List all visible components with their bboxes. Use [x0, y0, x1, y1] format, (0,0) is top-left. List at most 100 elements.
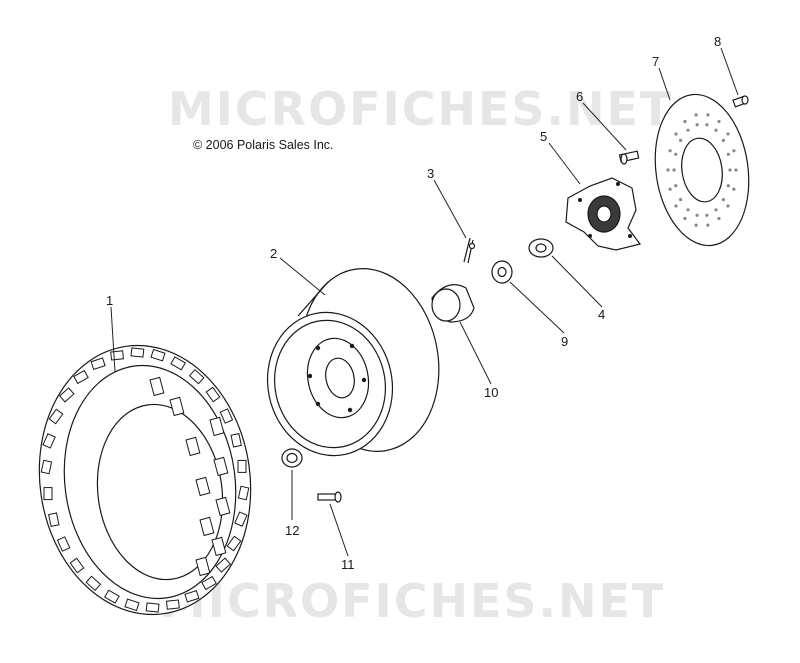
- disc-hole: [728, 168, 732, 172]
- disc-hole: [732, 187, 736, 191]
- callout-1: 1: [106, 293, 113, 308]
- tread-lug: [209, 416, 225, 437]
- tread-lug: [73, 369, 89, 385]
- tread-lug: [58, 387, 75, 403]
- disc-hole: [726, 152, 730, 156]
- callout-7: 7: [652, 54, 659, 69]
- tread-lug: [145, 602, 160, 613]
- tread-lug: [184, 590, 200, 603]
- leader-lines: [110, 47, 739, 557]
- disc-hole: [668, 187, 672, 191]
- disc-hole: [672, 168, 676, 172]
- disc-hole: [666, 168, 670, 172]
- callout-labels: 1 2 3 4 5 6 7 8 9 10 11 12: [106, 34, 721, 572]
- disc-hole: [674, 184, 678, 188]
- tread-lug: [42, 433, 56, 449]
- tread-lug: [201, 575, 217, 591]
- disc-hole: [726, 204, 730, 208]
- disc-hole: [695, 213, 699, 217]
- disc-hole: [683, 119, 687, 124]
- tread-lug: [124, 598, 140, 612]
- disc-hole: [679, 198, 683, 202]
- disc-hole: [706, 223, 710, 227]
- tread-lug: [48, 408, 64, 425]
- tread-lug: [150, 348, 166, 362]
- disc-hole: [721, 198, 726, 202]
- tread-lug: [237, 459, 247, 473]
- tread-lug: [165, 599, 180, 610]
- tread-lug: [234, 511, 248, 527]
- washer: [528, 238, 554, 258]
- tire: [38, 344, 252, 616]
- tread-lug: [170, 356, 186, 371]
- disc-hole: [714, 128, 718, 132]
- disc-hole: [679, 138, 683, 142]
- disc-hole: [668, 149, 672, 153]
- wheel-hub: [565, 177, 642, 251]
- tread-lug: [69, 557, 85, 574]
- callout-4: 4: [598, 307, 605, 322]
- tread-lug: [230, 433, 242, 448]
- tread-lug: [90, 357, 106, 370]
- disc-hole: [721, 138, 726, 142]
- callout-12: 12: [285, 523, 299, 538]
- tread-lug: [85, 575, 102, 591]
- copyright-text: © 2006 Polaris Sales Inc.: [193, 138, 334, 152]
- disc-hole: [706, 113, 710, 117]
- wheel-rim: [266, 268, 440, 457]
- disc-hole: [694, 223, 698, 227]
- tread-lug: [48, 512, 60, 527]
- lug-nut: [281, 448, 303, 468]
- disc-hole: [686, 208, 690, 212]
- tread-lug: [211, 536, 227, 557]
- disc-hole: [732, 149, 736, 153]
- tread-lug: [40, 459, 53, 475]
- tread-lug: [213, 456, 229, 477]
- castle-nut: [491, 260, 513, 284]
- brake-disc: [654, 93, 750, 247]
- hub-cap: [431, 284, 475, 323]
- disc-hole: [717, 119, 721, 124]
- disc-hole: [726, 184, 730, 188]
- tread-lug: [104, 589, 120, 604]
- disc-hole: [705, 213, 709, 217]
- tread-lug: [195, 476, 211, 497]
- disc-hole: [674, 152, 678, 156]
- watermark-top: MICROFICHES.NET: [168, 82, 673, 136]
- disc-hole: [734, 168, 738, 172]
- tread-lug: [219, 408, 234, 424]
- disc-hole: [714, 208, 718, 212]
- callout-8: 8: [714, 34, 721, 49]
- disc-hole: [683, 216, 687, 221]
- tread-lug: [56, 536, 71, 552]
- tread-lug: [43, 487, 53, 501]
- callout-6: 6: [576, 89, 583, 104]
- callout-11: 11: [341, 557, 355, 572]
- disc-hole: [717, 216, 721, 221]
- tread-lug: [205, 386, 221, 403]
- tread-lug: [185, 436, 201, 457]
- tread-lug: [215, 496, 231, 517]
- disc-hole: [695, 123, 699, 127]
- callout-9: 9: [561, 334, 568, 349]
- disc-hole: [694, 113, 698, 117]
- cotter-pin: [463, 237, 476, 264]
- callout-5: 5: [540, 129, 547, 144]
- disc-hole: [726, 132, 730, 136]
- tread-lug: [237, 485, 250, 501]
- disc-hole: [674, 204, 678, 208]
- tread-lug: [215, 557, 232, 573]
- callout-2: 2: [270, 246, 277, 261]
- tread-lug: [226, 535, 242, 552]
- callout-10: 10: [484, 385, 498, 400]
- tread-lug: [130, 347, 145, 358]
- tread-lug: [149, 376, 165, 397]
- tread-lug: [110, 350, 125, 361]
- tread-lug: [199, 516, 215, 537]
- lug-bolt: [317, 491, 342, 503]
- brake-bolt: [732, 95, 749, 108]
- tread-lug: [195, 556, 211, 577]
- disc-hole: [705, 123, 709, 127]
- tread-lug: [169, 396, 185, 417]
